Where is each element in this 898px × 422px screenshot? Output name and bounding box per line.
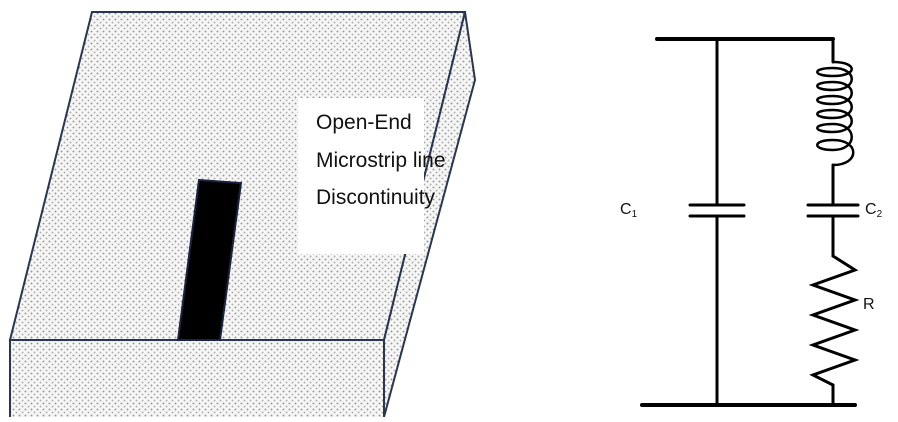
label-open-end: Open-End <box>316 111 412 134</box>
c1-label: C1 <box>620 201 638 220</box>
inductor-coil <box>816 60 855 167</box>
substrate-block <box>8 11 477 422</box>
r-label: R <box>863 296 875 313</box>
equivalent-circuit <box>640 37 860 407</box>
c2-label: C2 <box>865 201 883 220</box>
resistor-zigzag <box>808 254 860 387</box>
microstrip-line <box>176 178 243 341</box>
label-discontinuity: Discontinuity <box>316 186 436 209</box>
label-box <box>298 98 424 254</box>
label-microstrip-line: Microstrip line <box>316 149 446 172</box>
substrate-front-face <box>9 339 385 422</box>
